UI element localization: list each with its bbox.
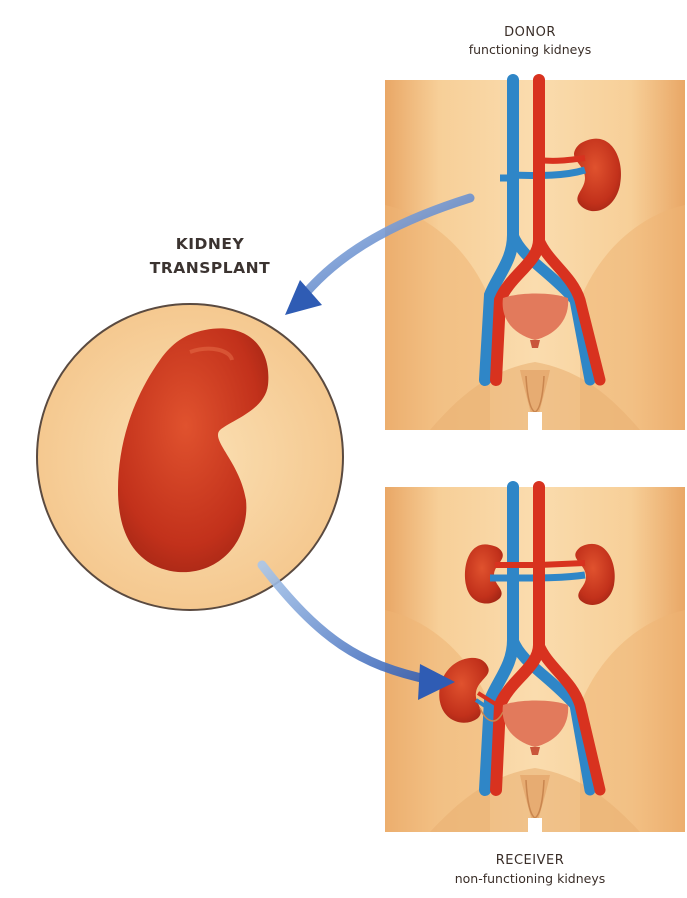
title-line-2: TRANSPLANT [120,256,300,280]
receiver-caption: RECEIVER non-functioning kidneys [400,852,660,888]
receiver-sublabel: non-functioning kidneys [400,870,660,888]
donor-caption: DONOR functioning kidneys [410,24,650,58]
donor-sublabel: functioning kidneys [410,41,650,58]
diagram-title: KIDNEY TRANSPLANT [120,232,300,280]
receiver-label: RECEIVER [400,852,660,870]
kidney-callout-circle [37,304,343,610]
donor-label: DONOR [410,24,650,41]
receiver-torso [385,487,685,832]
title-line-1: KIDNEY [120,232,300,256]
donor-torso [385,80,685,430]
